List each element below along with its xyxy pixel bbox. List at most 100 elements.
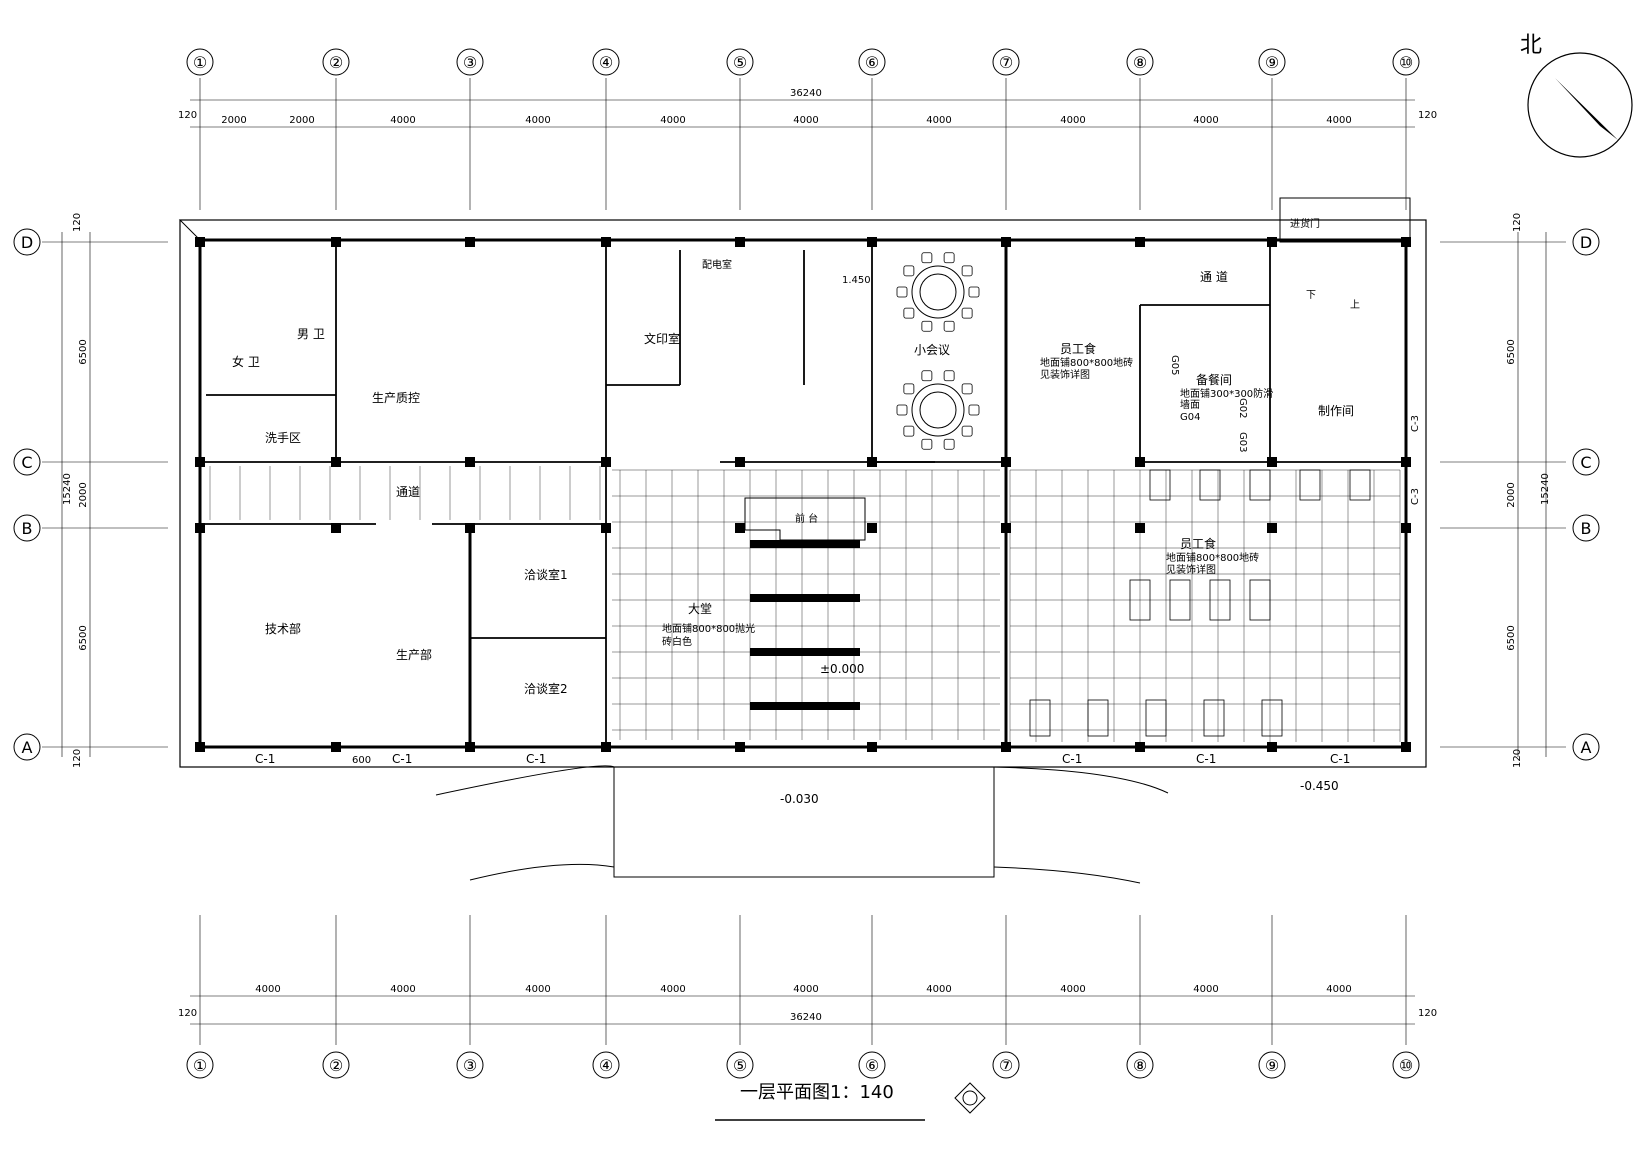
north-label: 北 [1520, 33, 1542, 58]
dim-top: 4000 [1060, 115, 1085, 126]
axis-bubble-x [592, 48, 620, 76]
dim-bottom: 4000 [255, 984, 280, 995]
axis-label-x: ③ [463, 1056, 477, 1075]
chair [943, 438, 955, 450]
axis-label-x: ② [329, 53, 343, 72]
code-g05: G05 [1169, 355, 1180, 375]
room-pantry-note1: 地面铺300*300防滑 [1180, 387, 1273, 400]
dining-table [1299, 469, 1321, 501]
column [735, 742, 745, 752]
axis-bubble-x [1258, 1051, 1286, 1079]
axis-bubble-y [13, 514, 41, 542]
column [601, 457, 611, 467]
chair [943, 252, 955, 264]
axis-label-y: A [22, 738, 33, 757]
room-wash: 洗手区 [265, 431, 301, 445]
column [1267, 237, 1277, 247]
axis-label-x: ⑨ [1265, 53, 1279, 72]
axis-label-x: ① [193, 53, 207, 72]
axis-bubble-x [186, 1051, 214, 1079]
axis-label-x: ⑤ [733, 53, 747, 72]
window-c1-1: C-1 [255, 752, 275, 766]
room-women-wc: 女 卫 [232, 354, 260, 369]
dim-bottom: 4000 [1060, 984, 1085, 995]
dim-right: 2000 [1506, 482, 1517, 507]
total-depth-left: 15240 [62, 473, 73, 505]
chair [961, 307, 973, 319]
column [601, 523, 611, 533]
room-staff-dining-south-note1: 地面铺800*800地砖 [1166, 551, 1259, 564]
axis-bubble-x [1392, 48, 1420, 76]
chair [903, 425, 915, 437]
axis-bubble-y [1572, 228, 1600, 256]
dim-top: 4000 [1193, 115, 1218, 126]
dimension-texts: 36240 36240 15240 15240 120 120 120 120 … [62, 88, 1551, 1023]
column [1001, 523, 1011, 533]
axis-label-x: ⑩ [1399, 1056, 1413, 1075]
column [867, 237, 877, 247]
dim-bottom: 4000 [1326, 984, 1351, 995]
elev-stair: 1.450 [842, 275, 871, 286]
chair [903, 383, 915, 395]
room-hall: 大堂 [688, 602, 712, 616]
chair [961, 383, 973, 395]
column [1267, 523, 1277, 533]
axis-label-x: ⑧ [1133, 53, 1147, 72]
dim-left: 2000 [78, 482, 89, 507]
window-c1-6: C-1 [1330, 752, 1350, 766]
total-depth-right: 15240 [1540, 473, 1551, 505]
dim-bottom: 4000 [793, 984, 818, 995]
axis-label-x: ⑩ [1399, 53, 1413, 72]
dim-top: 4000 [525, 115, 550, 126]
column [1401, 457, 1411, 467]
dim-right: 6500 [1506, 625, 1517, 650]
stairs-down: 下 [1306, 290, 1316, 301]
chair [896, 404, 908, 416]
total-width-top: 36240 [790, 88, 822, 99]
dim-bottom: 4000 [926, 984, 951, 995]
axis-label-x: ① [193, 1056, 207, 1075]
column [867, 457, 877, 467]
axis-label-x: ⑥ [865, 1056, 879, 1075]
axis-bubble-y [13, 733, 41, 761]
chair [921, 438, 933, 450]
chair [921, 252, 933, 264]
column [465, 523, 475, 533]
dining-chairs [896, 252, 1371, 737]
room-hall-note2: 砖白色 [662, 635, 692, 648]
dim-top: 4000 [390, 115, 415, 126]
column [1267, 742, 1277, 752]
column [331, 457, 341, 467]
partitions [200, 240, 1406, 747]
column [735, 523, 745, 533]
dim-bottom: 4000 [525, 984, 550, 995]
axis-bubble-x [322, 48, 350, 76]
axis-bubble-y [13, 228, 41, 256]
edge-bottom-left: 120 [178, 1008, 197, 1019]
dim-left: 6500 [78, 339, 89, 364]
elev-front: -0.030 [780, 792, 819, 806]
dim-bottom: 4000 [390, 984, 415, 995]
door-label: 进货门 [1290, 217, 1320, 230]
chair [921, 370, 933, 382]
north-arrow: 北 [1520, 33, 1633, 158]
room-pantry: 备餐间 [1196, 372, 1232, 387]
column [195, 237, 205, 247]
axis-bubble-y [13, 448, 41, 476]
room-meet1: 洽谈室1 [524, 567, 568, 582]
edge-left-top: 120 [72, 213, 83, 232]
room-corridor: 通道 [396, 485, 420, 499]
dim-bottom: 4000 [1193, 984, 1218, 995]
sill-label: 600 [352, 755, 371, 766]
column [195, 523, 205, 533]
column [1135, 457, 1145, 467]
room-kitchen: 制作间 [1318, 404, 1354, 418]
code-g04: G04 [1180, 412, 1200, 423]
axis-label-x: ⑨ [1265, 1056, 1279, 1075]
room-staff-dining-north: 员工食 [1060, 341, 1096, 356]
column [465, 237, 475, 247]
room-small-meeting: 小会议 [914, 343, 950, 357]
column [465, 742, 475, 752]
